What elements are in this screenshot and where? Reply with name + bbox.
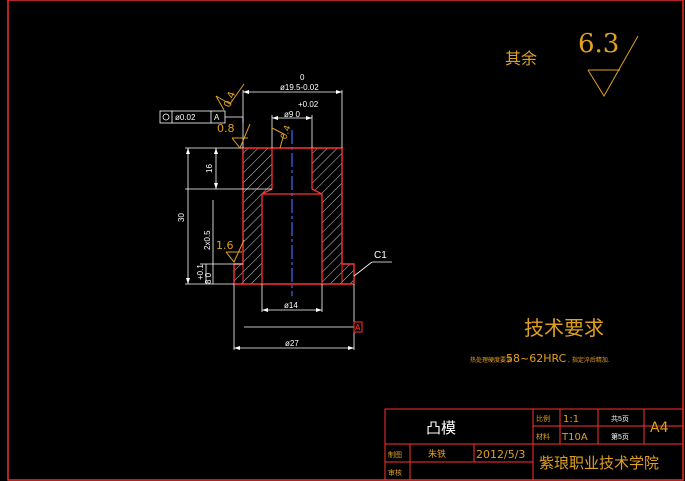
roughness-bore-icon xyxy=(215,83,245,111)
material-value: T10A xyxy=(561,432,588,443)
school-name: 紫琅职业技术学院 xyxy=(539,454,659,472)
roughness-top-icon xyxy=(231,123,251,149)
runout-icon xyxy=(162,113,170,121)
chamfer-dimension: 2x0.5 xyxy=(203,230,212,250)
dimension-arrows xyxy=(186,90,354,350)
roughness-bore-value: 0.4 xyxy=(222,90,238,109)
part-name: 凸模 xyxy=(426,420,456,437)
height-16-dimension: 16 xyxy=(205,164,214,173)
height-30-dimension: 30 xyxy=(177,213,186,222)
roughness-texts: 0.4 0.8 0.4 1.6 其余 6.3 xyxy=(216,29,619,252)
outer-dia-dimension: ø27 xyxy=(285,339,299,348)
flange-tol-dimension: +0.1 xyxy=(196,264,205,280)
datum-label: A xyxy=(355,323,361,332)
runout-value: ø0.02 xyxy=(175,113,196,122)
tech-requirements-prefix: 热处理硬度要求 xyxy=(470,356,512,364)
roughness-others-icon xyxy=(587,35,639,97)
tech-requirements-suffix: , 指定淬后精加. xyxy=(568,356,610,364)
drawing-date: 2012/5/3 xyxy=(476,448,525,461)
roughness-bore-upper-icon xyxy=(271,127,285,149)
tech-requirements-hardness: 58~62HRC xyxy=(506,352,567,365)
section-hatch xyxy=(234,148,354,284)
bore-dia-dimension: ø9 0 xyxy=(284,110,301,119)
dimension-texts: 0 ø19.5-0.02 +0.02 ø9 0 16 30 2x0.5 +0.1… xyxy=(177,73,387,348)
drawn-by: 朱铁 xyxy=(428,448,446,460)
material-label: 材料 xyxy=(536,432,550,441)
roughness-bore-upper-value: 0.4 xyxy=(279,124,293,141)
technical-requirements: 技术要求 热处理硬度要求 58~62HRC , 指定淬后精加. xyxy=(470,316,610,365)
bottom-bore-dimension: ø14 xyxy=(284,301,298,310)
flange-height-dimension: 8 0 xyxy=(204,272,213,284)
scale-label: 比例 xyxy=(536,414,550,423)
roughness-others-value: 6.3 xyxy=(578,29,619,59)
runout-tolerance-frame: ø0.02 A xyxy=(159,110,226,124)
tech-requirements-title: 技术要求 xyxy=(524,316,604,340)
dimension-lines xyxy=(185,90,392,350)
drawing-frame xyxy=(7,0,684,481)
title-block: 凸模 比例 1:1 共5页 A4 材料 T10A 第5页 制图 朱铁 2012/… xyxy=(384,408,684,481)
scale-value: 1:1 xyxy=(563,414,579,425)
bore-dia-tol-upper: +0.02 xyxy=(298,100,319,109)
check-label: 审核 xyxy=(388,468,402,477)
sheet-number: 第5页 xyxy=(611,432,629,441)
datum-symbol: A xyxy=(353,321,363,333)
top-dia-tol-upper: 0 xyxy=(300,73,305,82)
roughness-left-icon xyxy=(225,239,245,263)
drawn-label: 制图 xyxy=(388,450,402,459)
roughness-symbols xyxy=(215,35,639,263)
sheets-total: 共5页 xyxy=(611,414,629,423)
roughness-top-value: 0.8 xyxy=(217,122,235,135)
paper-size: A4 xyxy=(650,420,669,436)
chamfer-c1-label: C1 xyxy=(374,250,387,261)
roughness-left-value: 1.6 xyxy=(216,239,234,252)
top-dia-dimension: ø19.5-0.02 xyxy=(280,83,319,92)
runout-ref: A xyxy=(214,113,220,122)
roughness-others-label: 其余 xyxy=(505,49,537,68)
part-section-view xyxy=(233,130,355,296)
